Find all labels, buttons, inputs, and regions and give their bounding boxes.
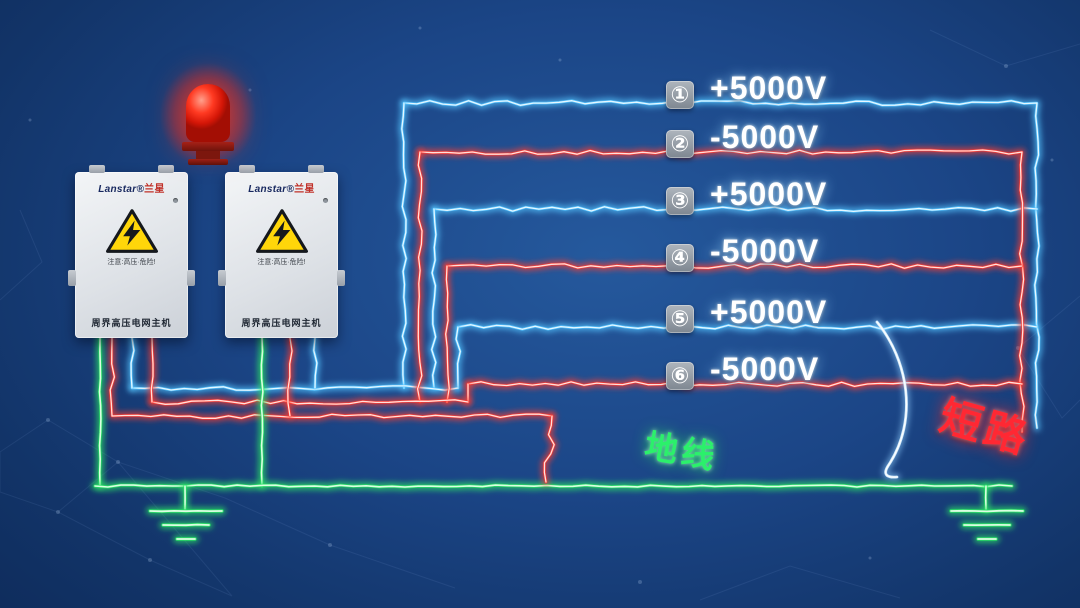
device-brand: Lanstar®兰星 — [225, 180, 338, 195]
wire-voltage-label: +5000V — [710, 70, 827, 107]
alarm-base — [182, 142, 234, 151]
mount-tab — [187, 270, 195, 286]
alarm-foot — [188, 159, 228, 165]
wire-number-badge: ⑤ — [666, 305, 694, 333]
device-warning-text: 注意:高压·危险! — [75, 257, 188, 267]
brand-cn: 兰星 — [294, 184, 315, 195]
wire-number-badge: ⑥ — [666, 362, 694, 390]
controller-box-right: Lanstar®兰星 注意:高压·危险! 周界高压电网主机 — [225, 172, 338, 338]
wire-voltage-label: +5000V — [710, 176, 827, 213]
wire-label-row-2: ② -5000V — [666, 119, 819, 155]
device-brand: Lanstar®兰星 — [75, 180, 188, 195]
device-label: 周界高压电网主机 — [225, 316, 338, 329]
wire-number-badge: ④ — [666, 244, 694, 272]
high-voltage-warning-icon — [256, 208, 308, 254]
screw — [323, 198, 328, 203]
mount-tab — [218, 270, 226, 286]
wire-number-badge: ② — [666, 130, 694, 158]
wire-voltage-label: -5000V — [710, 351, 819, 388]
wire-label-row-5: ⑤ +5000V — [666, 294, 827, 330]
alarm-dome — [186, 84, 230, 142]
alarm-beacon — [180, 74, 236, 165]
mount-tab — [308, 165, 324, 173]
ground-symbol-bar — [163, 525, 209, 526]
wire-number-badge: ① — [666, 81, 694, 109]
mount-tab — [68, 270, 76, 286]
screw — [173, 198, 178, 203]
wire-number-badge: ③ — [666, 187, 694, 215]
alarm-neck — [196, 151, 220, 159]
controller-box-left: Lanstar®兰星 注意:高压·危险! 周界高压电网主机 — [75, 172, 188, 338]
wire-voltage-label: -5000V — [710, 233, 819, 270]
wire-label-row-6: ⑥ -5000V — [666, 351, 819, 387]
device-warning-text: 注意:高压·危险! — [225, 257, 338, 267]
mount-tab — [89, 165, 105, 173]
ground-symbol-bar — [951, 511, 1023, 512]
mount-tab — [337, 270, 345, 286]
device-label: 周界高压电网主机 — [75, 316, 188, 329]
wire-label-row-4: ④ -5000V — [666, 233, 819, 269]
wire-voltage-label: -5000V — [710, 119, 819, 156]
brand-en: Lanstar® — [248, 184, 294, 195]
brand-en: Lanstar® — [98, 184, 144, 195]
high-voltage-warning-icon — [106, 208, 158, 254]
wire-label-row-3: ③ +5000V — [666, 176, 827, 212]
wire-label-row-1: ① +5000V — [666, 70, 827, 106]
wire-voltage-label: +5000V — [710, 294, 827, 331]
brand-cn: 兰星 — [144, 184, 165, 195]
